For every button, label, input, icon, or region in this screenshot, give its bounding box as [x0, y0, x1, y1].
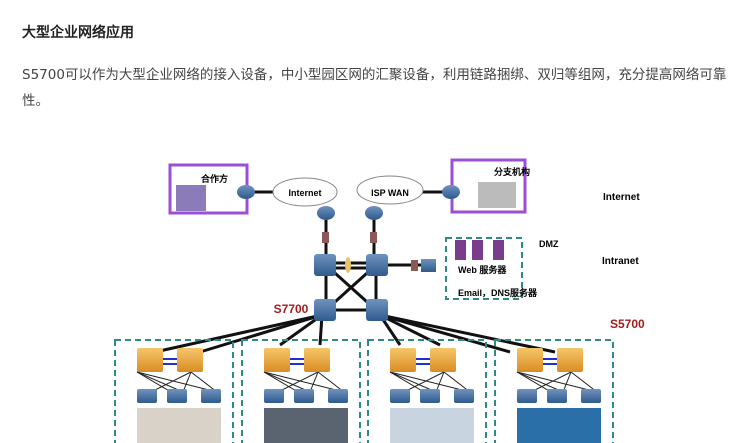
internet-cloud-label: Internet	[288, 188, 321, 198]
uplink	[309, 371, 319, 393]
uplink	[389, 371, 437, 393]
access-switch-icon	[390, 389, 410, 403]
core-switch-icon	[314, 254, 336, 276]
access-switch-icon	[294, 389, 314, 403]
router-icon	[365, 206, 383, 220]
internet-cloud	[272, 177, 338, 207]
isp-cloud-label: ISP WAN	[371, 188, 409, 198]
uplink	[389, 371, 425, 393]
site-photo	[517, 408, 601, 443]
access-switch-icon	[328, 389, 348, 403]
firewall-icon	[411, 260, 418, 271]
access-group-box	[241, 339, 361, 443]
aggregation-switch-icon	[557, 348, 583, 372]
uplink	[317, 371, 345, 393]
uplink	[516, 371, 598, 393]
uplink	[562, 371, 572, 393]
building-icon	[176, 185, 206, 211]
email-dns-label: Email，DNS服务器	[458, 287, 538, 298]
uplink	[263, 371, 311, 393]
web-server-label: Web 服务器	[458, 264, 507, 275]
access-switch-icon	[167, 389, 187, 403]
core-switch-icon	[314, 299, 336, 321]
uplink	[435, 371, 445, 393]
access-switch-icon	[581, 389, 601, 403]
access-switch-icon	[201, 389, 221, 403]
access-switch-icon	[264, 389, 284, 403]
uplink	[570, 371, 598, 393]
aggregation-switch-icon	[517, 348, 543, 372]
access-switch-icon	[547, 389, 567, 403]
uplink	[516, 371, 552, 393]
dmz-box	[445, 237, 523, 300]
site-photo	[264, 408, 348, 443]
access-group-box	[367, 339, 487, 443]
aggregation-switch-icon	[304, 348, 330, 372]
server-icon	[455, 240, 466, 260]
access-switch-icon	[517, 389, 537, 403]
partner-label: 合作方	[201, 173, 228, 184]
uplink	[136, 371, 172, 393]
access-switch-icon	[137, 389, 157, 403]
core-label: S7700	[274, 302, 309, 316]
core-switch-icon	[366, 299, 388, 321]
core-switch-icon	[366, 254, 388, 276]
branch-label: 分支机构	[494, 166, 530, 177]
aggregation-switch-icon	[177, 348, 203, 372]
aggregation-switch-icon	[264, 348, 290, 372]
access-group-box	[114, 339, 234, 443]
link-bundle-icon	[345, 257, 351, 273]
uplink	[190, 371, 218, 393]
access-switch-icon	[454, 389, 474, 403]
uplink	[182, 371, 192, 393]
firewall-icon	[322, 232, 329, 243]
zone-intranet-label: Intranet	[602, 256, 639, 267]
uplink	[389, 371, 471, 393]
access-switch-icon	[420, 389, 440, 403]
router-icon	[442, 185, 460, 199]
router-icon	[237, 185, 255, 199]
site-photo	[390, 408, 474, 443]
uplink	[516, 371, 564, 393]
server-icon	[472, 240, 483, 260]
uplink	[530, 371, 572, 393]
aggregation-switch-icon	[430, 348, 456, 372]
uplink	[443, 371, 471, 393]
dmz-label: DMZ	[539, 239, 559, 249]
uplink	[403, 371, 445, 393]
site-photo	[137, 408, 221, 443]
access-group-box	[494, 339, 614, 443]
access-label: S5700	[610, 317, 645, 331]
aggregation-switch-icon	[137, 348, 163, 372]
office-photo	[478, 182, 516, 208]
uplink	[263, 371, 345, 393]
zone-internet-label: Internet	[603, 192, 640, 203]
uplink	[136, 371, 218, 393]
uplink	[263, 371, 299, 393]
router-icon	[317, 206, 335, 220]
isp-cloud	[356, 175, 424, 205]
uplink	[277, 371, 319, 393]
uplink	[136, 371, 184, 393]
switch-icon	[421, 259, 436, 272]
uplink	[150, 371, 192, 393]
server-icon	[493, 240, 504, 260]
description-paragraph: S5700可以作为大型企业网络的接入设备，中小型园区网的汇聚设备，利用链路捆绑、…	[22, 67, 727, 109]
section-title: 大型企业网络应用	[22, 25, 134, 41]
firewall-icon	[370, 232, 377, 243]
aggregation-switch-icon	[390, 348, 416, 372]
